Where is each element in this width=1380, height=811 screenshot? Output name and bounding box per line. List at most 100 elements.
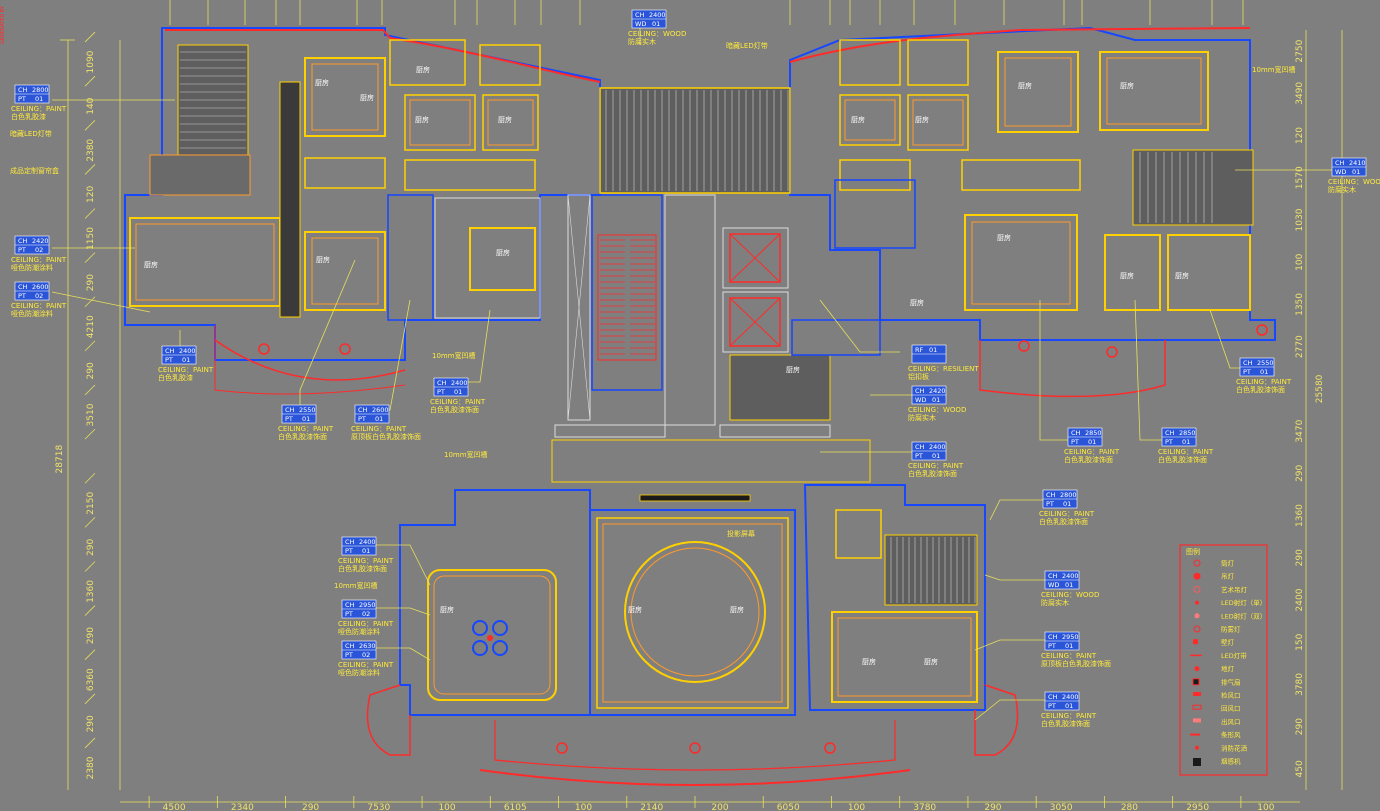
svg-text:01: 01 [652, 20, 660, 28]
room-label: 厨房 [851, 115, 865, 124]
dimension-label: 200 [711, 803, 728, 811]
dimension-label: 290 [1295, 464, 1305, 481]
svg-text:2400: 2400 [1062, 693, 1079, 701]
top-tick-marks [169, 0, 1244, 25]
dimension-label: 3470 [1295, 419, 1305, 442]
svg-text:防腐实木: 防腐实木 [908, 413, 936, 422]
dimension-label: 290 [86, 538, 96, 555]
dimension-label: 290 [86, 715, 96, 732]
dimension-label: 4500 [163, 803, 186, 811]
svg-text:白色乳胶漆: 白色乳胶漆 [158, 373, 193, 382]
led-spot-single-icon [1195, 600, 1199, 605]
legend-title: 图例 [1186, 547, 1200, 556]
svg-text:CEILING：WOOD: CEILING：WOOD [1328, 178, 1380, 186]
svg-text:2850: 2850 [1179, 429, 1196, 437]
svg-text:CH: CH [635, 11, 645, 19]
svg-text:CEILING：PAINT: CEILING：PAINT [338, 557, 394, 565]
svg-text:01: 01 [929, 346, 937, 354]
svg-text:PT: PT [345, 547, 353, 555]
svg-text:CEILING：PAINT: CEILING：PAINT [278, 425, 334, 433]
svg-text:防腐实木: 防腐实木 [1041, 598, 1069, 607]
svg-text:CH: CH [165, 347, 175, 355]
svg-text:CH: CH [1335, 159, 1345, 167]
svg-text:CEILING：PAINT: CEILING：PAINT [1064, 448, 1120, 456]
dimension-label: 1360 [86, 580, 96, 603]
dimension-label: 140 [86, 97, 96, 114]
svg-text:2410: 2410 [1349, 159, 1366, 167]
svg-text:PT: PT [1046, 500, 1054, 508]
svg-text:PT: PT [18, 292, 26, 300]
svg-text:WD: WD [1335, 168, 1346, 176]
dimension-label: 100 [1295, 253, 1305, 270]
svg-text:CEILING：PAINT: CEILING：PAINT [1039, 510, 1095, 518]
svg-text:01: 01 [932, 452, 940, 460]
room-label: 厨房 [924, 657, 938, 666]
dimension-label: 28718 [55, 445, 65, 474]
dimension-label: 2400 [1295, 588, 1305, 611]
dimension-label: 2140 [640, 803, 663, 811]
room-label: 厨房 [360, 93, 374, 102]
svg-text:白色乳胶漆饰面: 白色乳胶漆饰面 [278, 432, 327, 441]
floor-light-icon [1194, 666, 1200, 672]
projector-screen-note: 投影屏幕 [727, 529, 755, 538]
dimension-label: 120 [86, 186, 96, 203]
svg-text:原顶板白色乳胶漆饰面: 原顶板白色乳胶漆饰面 [351, 432, 421, 441]
svg-text:CEILING：PAINT: CEILING：PAINT [11, 105, 67, 113]
room-label: 厨房 [915, 115, 929, 124]
svg-text:CEILING：RESILIENT: CEILING：RESILIENT [908, 365, 979, 373]
exhaust-icon [1192, 678, 1200, 686]
central-core [551, 87, 881, 483]
svg-text:01: 01 [1260, 368, 1268, 376]
dimension-label: 6105 [504, 803, 527, 811]
svg-text:01: 01 [302, 415, 310, 423]
svg-text:CH: CH [1165, 429, 1175, 437]
annotations: 暗藏LED灯带 暗藏LED灯带 成品定制窗帘盒 10mm宽凹槽 10mm宽凹槽 … [0, 5, 1296, 590]
dimension-label: 290 [86, 627, 96, 644]
room-label: 厨房 [997, 233, 1011, 242]
svg-text:哑色防潮涂料: 哑色防潮涂料 [338, 627, 380, 636]
downlight-icon [1193, 559, 1201, 567]
svg-text:CEILING：PAINT: CEILING：PAINT [1041, 712, 1097, 720]
svg-text:01: 01 [1088, 438, 1096, 446]
svg-text:PT: PT [437, 388, 445, 396]
room-label: 厨房 [144, 260, 158, 269]
dimension-label: 150 [1295, 633, 1305, 650]
dimension-label: 4210 [86, 315, 96, 338]
groove-note-left-lower: 10mm宽凹槽 [334, 581, 378, 590]
svg-text:哑色防潮涂料: 哑色防潮涂料 [11, 309, 53, 318]
legend-item-label: 吊灯 [1221, 572, 1235, 581]
svg-text:01: 01 [1065, 581, 1073, 589]
svg-text:白色乳胶漆饰面: 白色乳胶漆饰面 [1158, 455, 1207, 464]
room-label: 厨房 [1018, 81, 1032, 90]
svg-text:2800: 2800 [1060, 491, 1077, 499]
dimension-label: 1030 [1295, 208, 1305, 231]
legend-item-label: LED射灯（单） [1221, 598, 1266, 607]
dimension-label: 1360 [1295, 504, 1305, 527]
dimension-label: 280 [1121, 803, 1138, 811]
svg-text:CH: CH [18, 86, 28, 94]
legend-item-label: 消防花洒 [1221, 743, 1248, 752]
svg-text:CH: CH [345, 601, 355, 609]
svg-text:CH: CH [285, 406, 295, 414]
svg-text:2400: 2400 [1062, 572, 1079, 580]
svg-text:CEILING：WOOD: CEILING：WOOD [628, 30, 686, 38]
svg-text:CH: CH [915, 443, 925, 451]
svg-text:2600: 2600 [32, 283, 49, 291]
dimension-label: 290 [86, 362, 96, 379]
left-dimension-ticks: 1090140238012011502904210290351028718215… [55, 31, 96, 779]
svg-text:PT: PT [1048, 702, 1056, 710]
svg-text:CEILING：WOOD: CEILING：WOOD [908, 406, 966, 414]
svg-text:CEILING：PAINT: CEILING：PAINT [158, 366, 214, 374]
svg-text:2420: 2420 [32, 237, 49, 245]
svg-text:哑色防潮涂料: 哑色防潮涂料 [11, 263, 53, 272]
dimension-label: 1090 [86, 50, 96, 73]
right-dimension-ticks: 2750349012015701030100135027702558034702… [1295, 39, 1325, 777]
dimension-label: 450 [1295, 760, 1305, 777]
svg-text:PT: PT [1165, 438, 1173, 446]
